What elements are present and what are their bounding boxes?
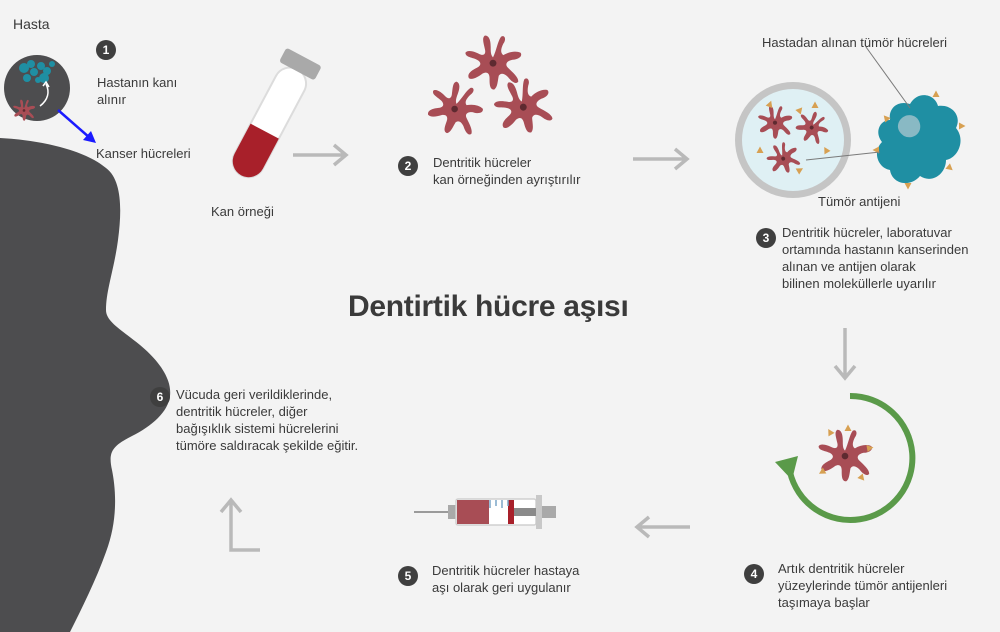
syringe-icon <box>414 495 556 529</box>
tumor-cells-label: Hastadan alınan tümör hücreleri <box>762 35 947 50</box>
step-1-badge: 1 <box>96 40 116 60</box>
callout-lines <box>805 46 911 161</box>
petri-dish <box>735 82 851 198</box>
blood-sample-label: Kan örneği <box>211 204 274 219</box>
activated-dendritic-cell <box>775 392 916 523</box>
diagram-title: Dentirtik hücre aşısı <box>348 290 629 323</box>
cancer-cells-pointer-arrow <box>57 109 96 143</box>
flow-arrows <box>219 143 857 552</box>
tumor-antigen-label: Tümör antijeni <box>818 194 901 209</box>
patient-silhouette <box>0 138 171 632</box>
step-5-badge: 5 <box>398 566 418 586</box>
tumor-cell <box>872 90 966 190</box>
patient-blood-circle <box>4 55 70 121</box>
patient-label: Hasta <box>13 16 50 32</box>
step-4-badge: 4 <box>744 564 764 584</box>
step-6-badge: 6 <box>150 387 170 407</box>
cancer-cells-label: Kanser hücreleri <box>96 146 191 161</box>
step-3-badge: 3 <box>756 228 776 248</box>
step-2-badge: 2 <box>398 156 418 176</box>
blood-tube-icon <box>231 48 321 179</box>
isolated-dendritic-cells <box>421 35 558 143</box>
step-6-text: Vücuda geri verildiklerinde,dentritik hü… <box>176 387 359 453</box>
